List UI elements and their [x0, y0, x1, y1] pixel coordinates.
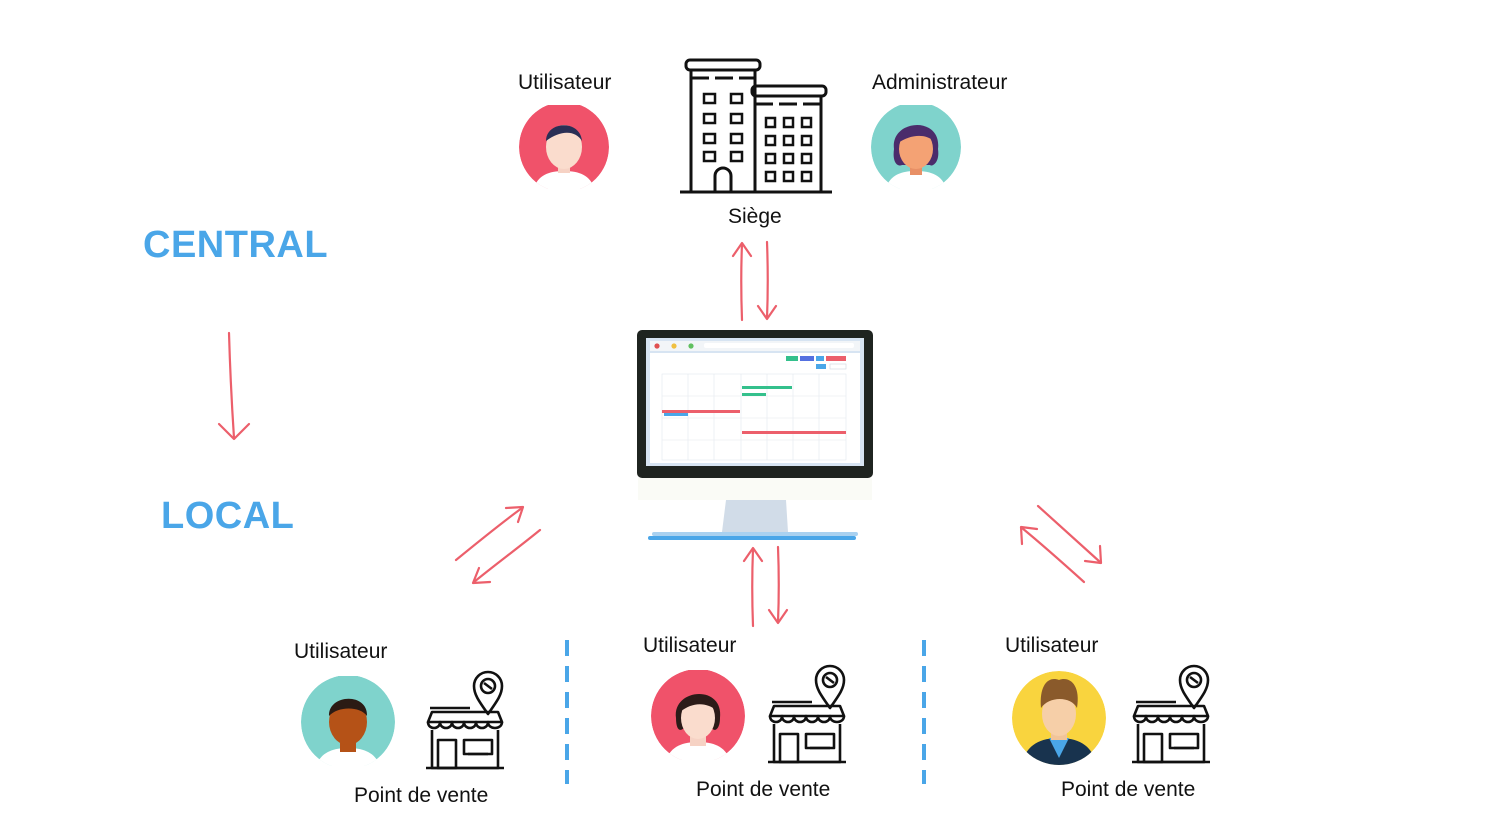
- store1-user-avatar-icon: [301, 676, 395, 766]
- headquarters-building-icon: [680, 58, 832, 194]
- store2-user-label: Utilisateur: [643, 634, 737, 657]
- store3-user-label: Utilisateur: [1005, 634, 1099, 657]
- store3-label: Point de vente: [1061, 778, 1196, 801]
- store2-user-avatar-icon: [651, 670, 745, 760]
- user-avatar-icon: [519, 105, 609, 189]
- sync-arrows-store1-icon: [454, 505, 542, 585]
- store1-user-label: Utilisateur: [294, 640, 388, 663]
- admin-avatar-icon: [871, 105, 961, 189]
- hq-user-label: Utilisateur: [518, 71, 612, 94]
- local-label: LOCAL: [161, 495, 295, 537]
- store3-user-avatar-icon: [1012, 671, 1106, 765]
- monitor-calendar-app-icon: [637, 330, 873, 540]
- central-label: CENTRAL: [143, 224, 329, 266]
- store1-label: Point de vente: [354, 784, 489, 807]
- down-arrow-icon: [217, 331, 251, 441]
- sync-arrows-store2-icon: [742, 545, 789, 628]
- store2-label: Point de vente: [696, 778, 831, 801]
- separator-right: [922, 640, 926, 784]
- sync-arrows-store3-icon: [1019, 504, 1103, 584]
- headquarters-label: Siège: [728, 205, 782, 228]
- store3-shop-icon: [1132, 664, 1210, 764]
- sync-arrows-hq-icon: [731, 240, 778, 322]
- store1-shop-icon: [426, 670, 504, 770]
- hq-admin-label: Administrateur: [872, 71, 1008, 94]
- separator-left: [565, 640, 569, 784]
- store2-shop-icon: [768, 664, 846, 764]
